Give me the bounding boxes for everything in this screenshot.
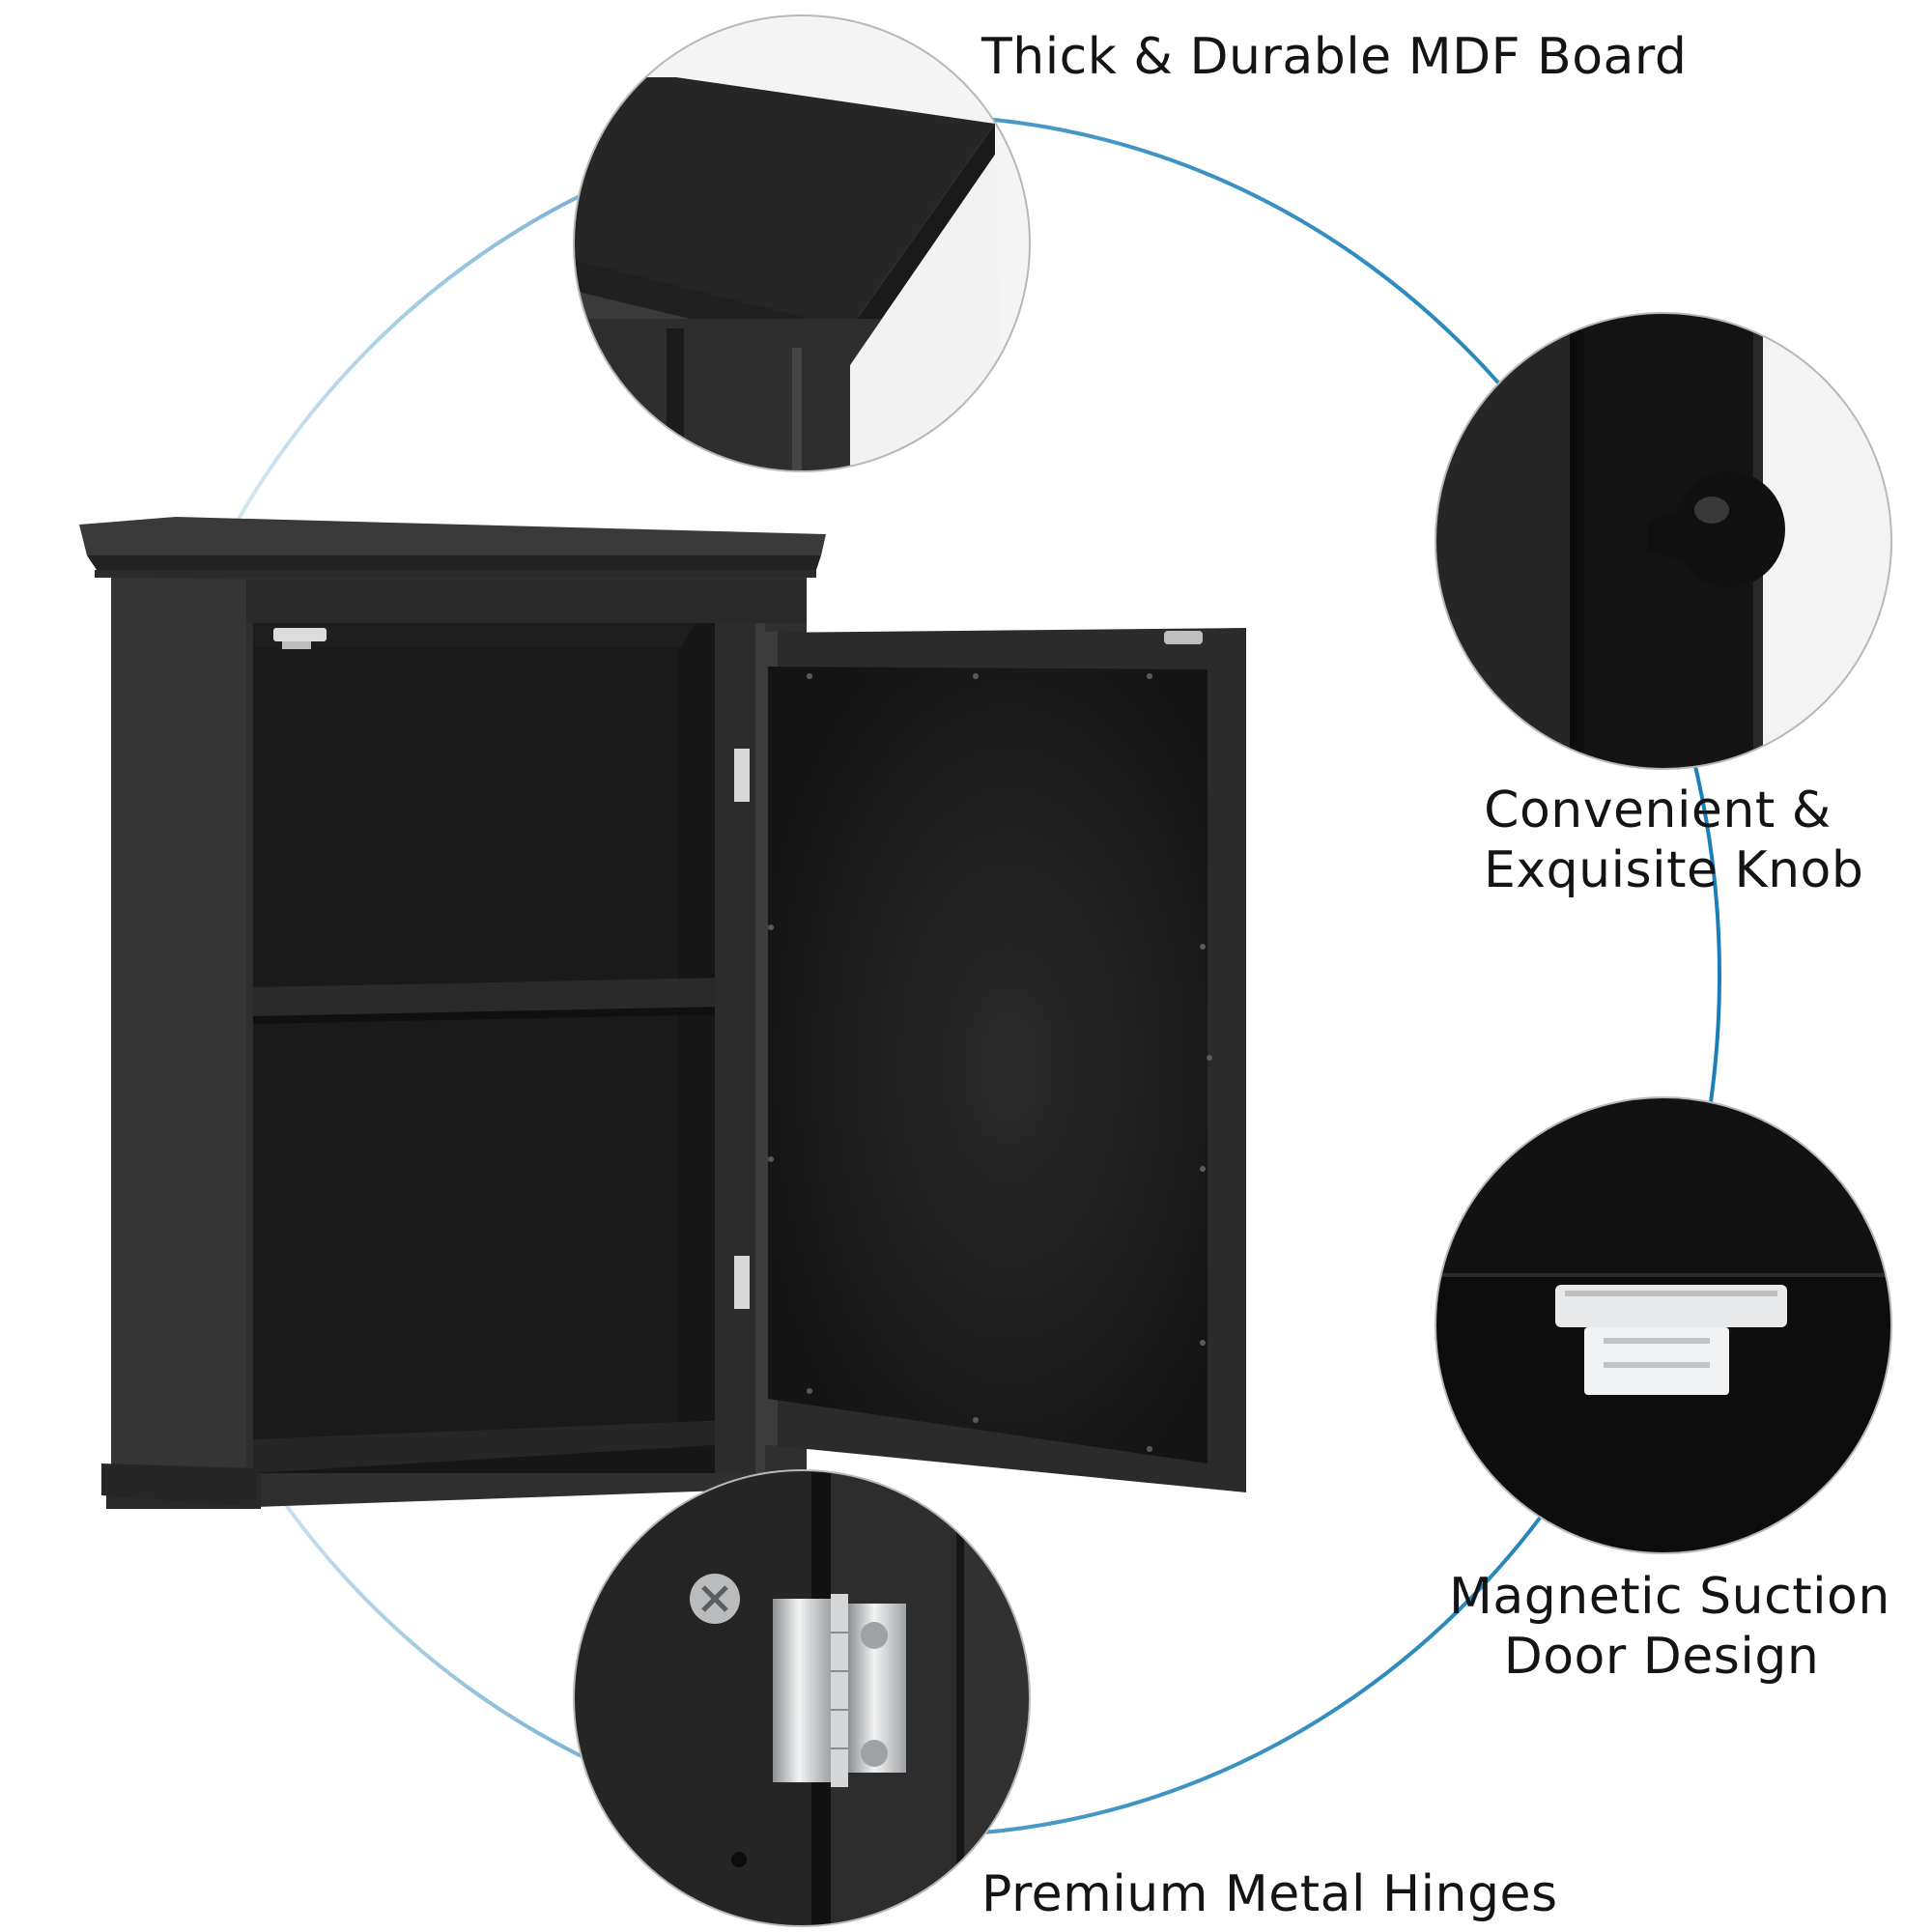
feature-label-line: Exquisite Knob bbox=[1484, 841, 1864, 899]
feature-label-mdf-board: Thick & Durable MDF Board bbox=[981, 27, 1687, 87]
knob-closeup bbox=[1435, 312, 1892, 770]
feature-label-line: Convenient & bbox=[1484, 781, 1832, 839]
feature-label-line: Magnetic Suction bbox=[1449, 1568, 1890, 1626]
magnetic-catch-closeup bbox=[1435, 1096, 1892, 1554]
feature-label-line: Door Design bbox=[1503, 1628, 1820, 1686]
feature-label-knob: Convenient & Exquisite Knob bbox=[1484, 781, 1864, 900]
feature-label-line: Thick & Durable MDF Board bbox=[981, 28, 1688, 86]
feature-label-magnetic: Magnetic Suction Door Design bbox=[1449, 1567, 1890, 1687]
feature-label-line: Premium Metal Hinges bbox=[981, 1865, 1558, 1923]
cabinet-main-image bbox=[79, 517, 1246, 1509]
feature-label-hinges: Premium Metal Hinges bbox=[981, 1864, 1558, 1924]
mdf-board-closeup bbox=[573, 14, 1031, 472]
metal-hinge-closeup bbox=[573, 1469, 1031, 1927]
